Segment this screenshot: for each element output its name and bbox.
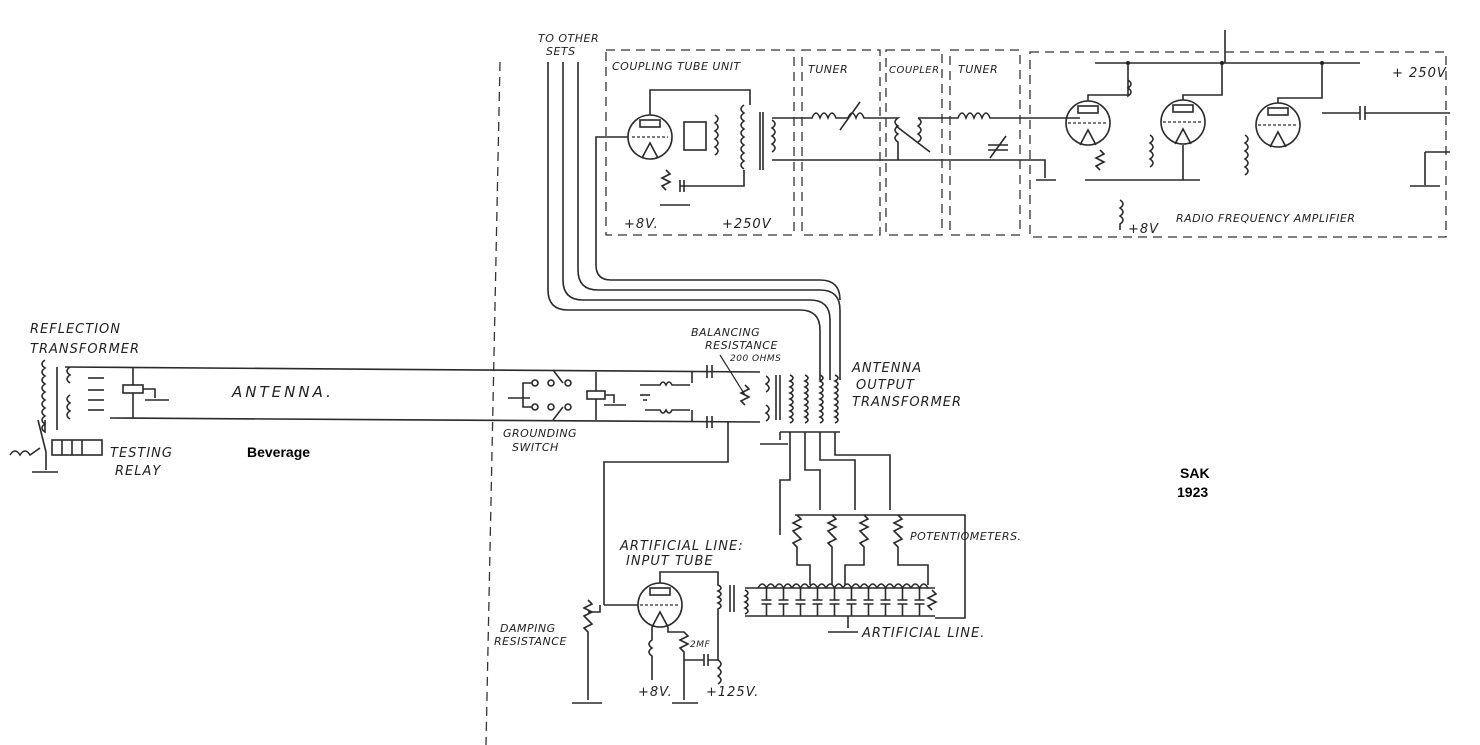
- artificial-line-capacitor: [914, 588, 925, 616]
- label-coupling-tube-unit: COUPLING TUBE UNIT: [612, 60, 741, 73]
- label-plus-8v-rf: +8V: [1128, 222, 1159, 237]
- coupler-block: [880, 49, 943, 236]
- artificial-line-input-tube: [572, 571, 735, 704]
- artificial-line-capacitor: [829, 588, 840, 616]
- annotation-credit: SAK: [1180, 465, 1210, 481]
- label-artificial-line-input-tube-2: INPUT TUBE: [626, 554, 714, 569]
- label-balancing-resistance: BALANCING: [691, 326, 760, 339]
- annotation-year: 1923: [1177, 484, 1208, 500]
- artificial-line-capacitor: [812, 588, 823, 616]
- station-boundary: [485, 61, 501, 745]
- artificial-line-capacitor: [863, 588, 874, 616]
- artificial-line-capacitor: [846, 588, 857, 616]
- antenna-output-transformer: [603, 354, 891, 605]
- label-antenna-output-transformer: ANTENNA: [851, 361, 922, 376]
- reflection-transformer: [9, 359, 169, 473]
- artificial-line-capacitor: [897, 588, 908, 616]
- testing-relay: [51, 439, 103, 456]
- tuner-block-1: [772, 49, 940, 236]
- potentiometers: [791, 514, 966, 619]
- grounding-switch: [508, 365, 713, 428]
- artificial-line-capacitor: [778, 588, 789, 616]
- labels: TO OTHER SETS COUPLING TUBE UNIT TUNER C…: [30, 32, 1447, 700]
- label-antenna-output-transformer-3: TRANSFORMER: [852, 395, 962, 410]
- label-2mf: 2MF: [690, 640, 710, 650]
- label-tuner-2: TUNER: [958, 63, 998, 76]
- feed-lines: [547, 62, 841, 380]
- label-plus-250v-coupling: +250V: [722, 217, 772, 232]
- artificial-line-capacitor: [761, 588, 772, 616]
- label-balancing-resistance-ohms: 200 OHMS: [730, 354, 781, 364]
- label-plus-250v-rf: + 250V: [1392, 66, 1447, 81]
- label-to-other-sets-2: SETS: [546, 45, 576, 58]
- tuner-block-2: [918, 49, 1080, 236]
- artificial-line-capacitor: [795, 588, 806, 616]
- label-coupler: COUPLER: [889, 65, 940, 76]
- label-plus-8v-coupling: +8V.: [624, 217, 659, 232]
- beverage-antenna-line: [64, 366, 761, 423]
- label-balancing-resistance-2: RESISTANCE: [705, 339, 778, 352]
- label-plus-125v-input: +125V.: [706, 685, 759, 700]
- label-antenna-output-transformer-2: OUTPUT: [856, 378, 915, 393]
- label-plus-8v-input: +8V.: [638, 685, 673, 700]
- label-artificial-line: ARTIFICIAL LINE.: [861, 626, 985, 641]
- label-testing-relay-2: RELAY: [115, 464, 161, 479]
- label-grounding-switch: GROUNDING: [503, 427, 577, 440]
- label-grounding-switch-2: SWITCH: [512, 441, 559, 454]
- artificial-line-capacitor: [880, 588, 891, 616]
- label-reflection-transformer: REFLECTION: [30, 322, 121, 337]
- artificial-line: [743, 583, 938, 633]
- annotation-source: Beverage: [247, 444, 310, 460]
- label-potentiometers: POTENTIOMETERS.: [910, 530, 1022, 543]
- label-antenna: ANTENNA.: [231, 383, 334, 401]
- rf-amplifier-block: [1029, 30, 1450, 238]
- coupling-tube-unit-block: [595, 49, 795, 265]
- label-damping-resistance-2: RESISTANCE: [494, 635, 567, 648]
- label-reflection-transformer-2: TRANSFORMER: [30, 342, 140, 357]
- label-testing-relay: TESTING: [110, 446, 173, 461]
- label-tuner-1: TUNER: [808, 63, 848, 76]
- label-artificial-line-input-tube: ARTIFICIAL LINE:: [619, 539, 744, 554]
- label-damping-resistance: DAMPING: [500, 622, 556, 635]
- label-rf-amplifier: RADIO FREQUENCY AMPLIFIER: [1176, 212, 1355, 225]
- label-to-other-sets: TO OTHER: [538, 32, 599, 45]
